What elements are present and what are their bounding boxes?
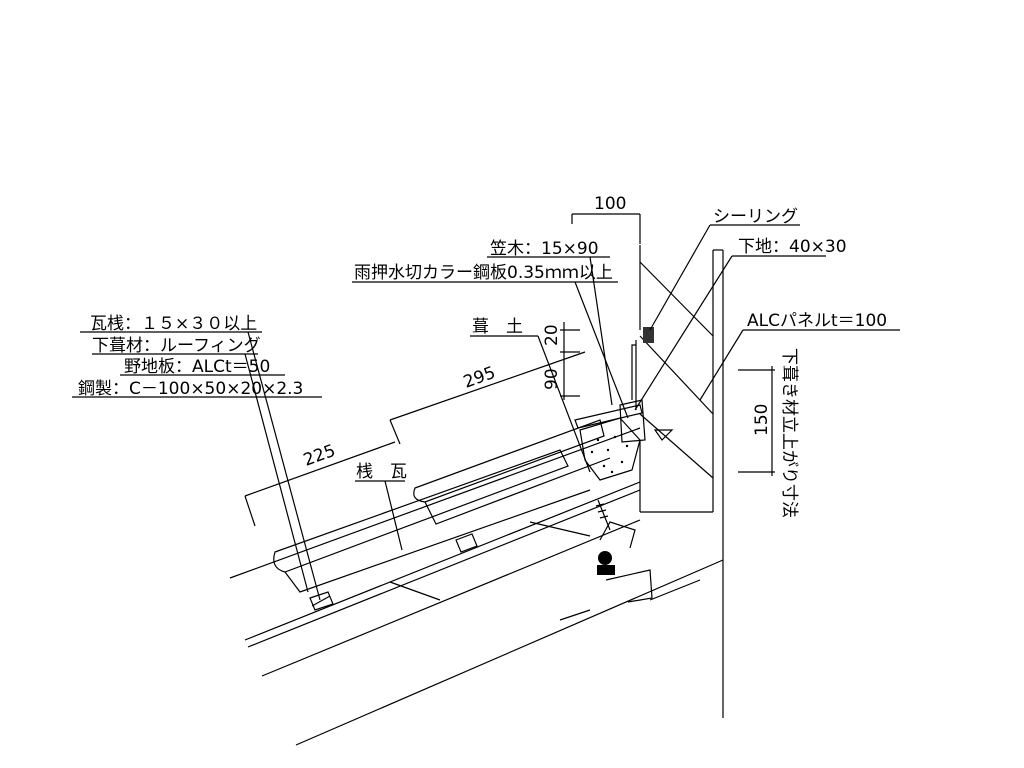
alc-panel-label: ALCパネルt＝100 <box>747 311 887 331</box>
kasagi-label: 笠木：15×90 <box>490 239 599 259</box>
underlay-label: 下葺材：ルーフィング <box>92 336 261 356</box>
dim-90: 90 <box>542 368 562 390</box>
fixing-bracket <box>595 429 674 603</box>
dim-100: 100 <box>594 194 626 214</box>
dimension-lines <box>244 213 775 527</box>
dim-150: 150 <box>752 404 772 436</box>
dim-20: 20 <box>542 324 562 346</box>
tile-batten-2 <box>455 533 478 553</box>
steel-label: 鋼製：C－100×50×20×2.3 <box>78 379 303 399</box>
flashing-and-kasagi <box>574 340 646 443</box>
alc-wall-panel <box>639 245 724 718</box>
flashing-label: 雨押水切カラー鋼板0.35ｍｍ以上 <box>354 263 613 283</box>
shitaji-label: 下地：40×30 <box>738 237 847 257</box>
underlay-rise-label: 下葺き材立上がり寸法 <box>779 348 799 518</box>
sangawara-label: 桟 瓦 <box>356 462 407 482</box>
sealing-label: シーリング <box>713 207 798 227</box>
tile-batten-1 <box>309 591 334 611</box>
roof-tile-lower <box>273 449 591 593</box>
leader-lines <box>72 224 900 601</box>
kawarasan-label: 瓦桟：１５×３０以上 <box>90 314 257 334</box>
roof-tile-upper <box>413 419 611 525</box>
dim-295: 295 <box>461 363 498 393</box>
sealing-bead <box>643 327 654 343</box>
sheathing-label: 野地板：ALCt＝50 <box>124 357 270 377</box>
roof-sheathing-layers <box>229 427 724 746</box>
fukido-label: 葺 土 <box>472 317 523 337</box>
dim-225: 225 <box>301 441 338 471</box>
